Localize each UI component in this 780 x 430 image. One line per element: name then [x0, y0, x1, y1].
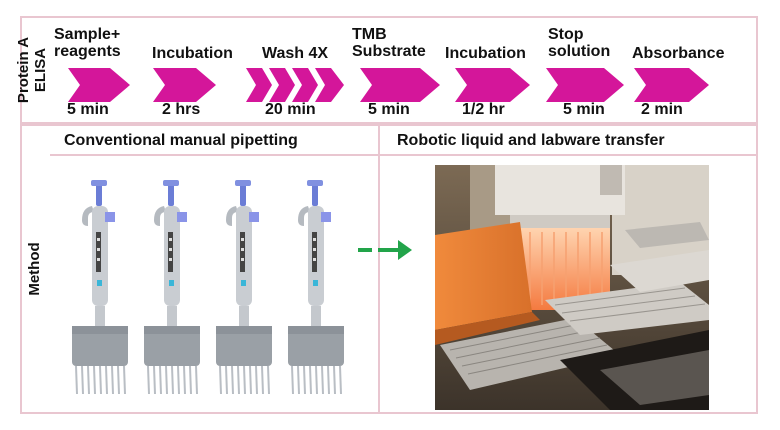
- step-arrow: [634, 68, 709, 102]
- method-divider: [378, 124, 380, 414]
- method-header-manual: Conventional manual pipetting: [64, 132, 298, 149]
- step-duration: 5 min: [563, 101, 605, 118]
- step-label-line: solution: [548, 43, 611, 60]
- step-label-line: Wash 4X: [262, 45, 329, 62]
- step-arrow: [269, 68, 295, 102]
- step-arrow: [455, 68, 530, 102]
- step-label-wash: Wash 4X: [262, 45, 328, 62]
- step-duration: 1/2 hr: [462, 101, 505, 118]
- method-header-robotic: Robotic liquid and labware transfer: [397, 132, 665, 149]
- step-label-line: Stop: [548, 26, 584, 43]
- step-arrow: [292, 68, 318, 102]
- step-label-line: Incubation: [152, 45, 233, 62]
- step-label-sample-reagents: Sample+ reagents: [54, 26, 121, 60]
- step-label-stop-solution: Stop solution: [548, 26, 610, 60]
- step-label-incubation-2: Incubation: [445, 45, 526, 62]
- step-label-line: Substrate: [352, 43, 426, 60]
- step-label-line: reagents: [54, 43, 121, 60]
- step-label-line: Absorbance: [632, 45, 725, 62]
- step-label-incubation: Incubation: [152, 45, 233, 62]
- method-row-frame: [20, 124, 758, 414]
- step-label-absorbance: Absorbance: [632, 45, 724, 62]
- transition-arrow-icon: [358, 240, 412, 260]
- workflow-row-frame: [20, 16, 758, 124]
- step-duration: 2 min: [641, 101, 683, 118]
- step-label-tmb-substrate: TMB Substrate: [352, 26, 426, 60]
- step-arrow: [546, 68, 624, 102]
- step-duration: 20 min: [265, 101, 316, 118]
- step-label-line: Incubation: [445, 45, 526, 62]
- step-arrow: [360, 68, 440, 102]
- step-arrow: [246, 68, 272, 102]
- step-duration: 5 min: [368, 101, 410, 118]
- step-arrow: [315, 68, 344, 102]
- step-arrow: [153, 68, 216, 102]
- step-label-line: TMB: [352, 26, 387, 43]
- method-header-rule: [50, 154, 758, 156]
- step-duration: 2 hrs: [162, 101, 201, 118]
- step-duration: 5 min: [67, 101, 109, 118]
- step-arrow: [68, 68, 130, 102]
- step-label-line: Sample+: [54, 26, 121, 43]
